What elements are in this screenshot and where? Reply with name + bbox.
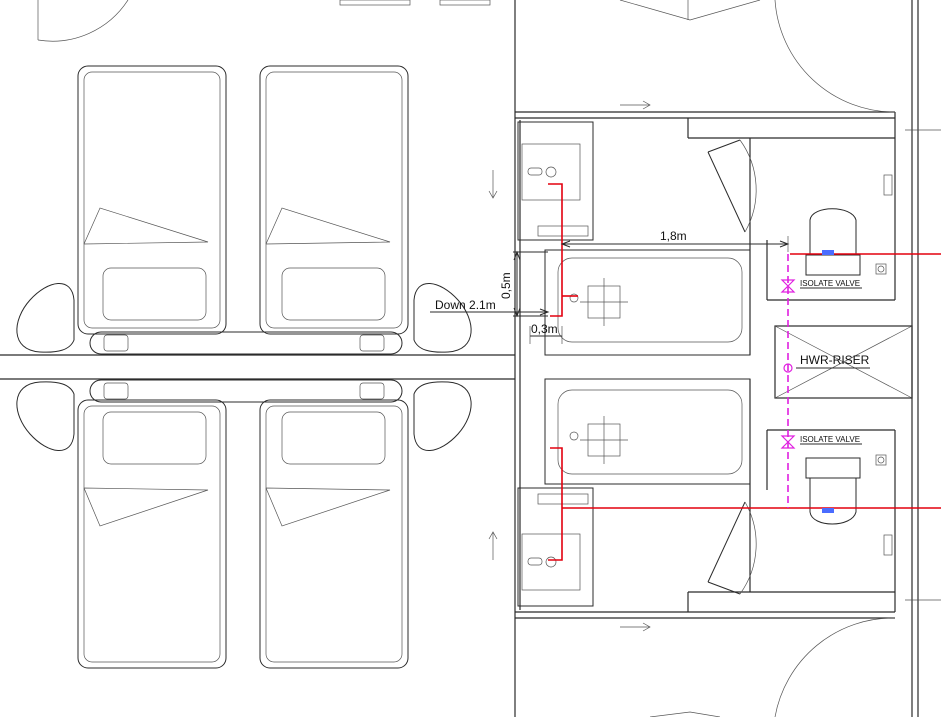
bathtubs <box>544 249 751 485</box>
dimension-short-label: 0,3m <box>531 322 558 336</box>
beds-upper <box>16 65 472 355</box>
toilets <box>805 174 893 556</box>
riser-label: HWR-RISER <box>800 353 870 367</box>
dimension-horizontal-label: 1,8m <box>660 229 687 243</box>
return-riser-pipe <box>780 254 796 508</box>
basins <box>517 121 594 607</box>
dimension-lines <box>430 236 870 445</box>
down-note-label: Down 2.1m <box>435 298 496 312</box>
isolate-valve-label-bottom: ISOLATE VALVE <box>800 435 860 444</box>
dimension-vertical-label: 0,5m <box>499 272 513 299</box>
door-swings <box>37 0 896 717</box>
beds-lower <box>16 379 472 669</box>
isolate-valve-label-top: ISOLATE VALVE <box>800 279 860 288</box>
direction-arrows <box>488 100 651 632</box>
hot-water-pipes <box>548 183 941 561</box>
